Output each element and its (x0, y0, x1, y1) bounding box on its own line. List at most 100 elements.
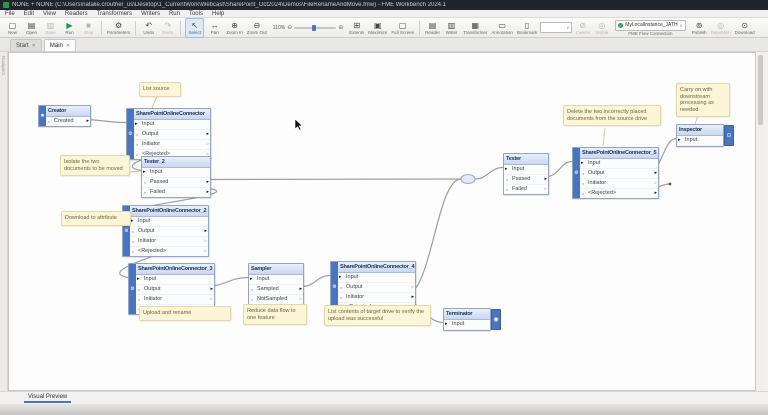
undo-button[interactable]: ↶Undo (140, 19, 157, 37)
scrollbar-thumb[interactable] (758, 55, 763, 125)
open-button[interactable]: ▤Open (23, 19, 40, 37)
zoom-plus-icon[interactable]: ⊕ (338, 25, 344, 31)
annotation[interactable]: Reduce data flow to one feature (243, 304, 307, 325)
node-accent-bar: ⚙ (573, 148, 580, 198)
zoom-out-button[interactable]: ⊖Zoom Out (246, 19, 268, 37)
redo-button[interactable]: ↷Redo (159, 19, 176, 37)
reader-button[interactable]: ▤Reader (424, 19, 441, 37)
port-rejected[interactable]: v<Rejected>▹ (130, 247, 208, 256)
annotation[interactable]: List contents of target drive to verify … (324, 305, 431, 326)
visual-preview-tab[interactable]: Visual Preview (24, 394, 72, 403)
node-accent-bar: ✸ (39, 106, 46, 126)
menu-item-writers[interactable]: Writers (141, 10, 160, 17)
extents-button[interactable]: ⊞Extents (348, 19, 365, 37)
annotation-button[interactable]: ▭Annotation (490, 19, 514, 37)
port-input[interactable]: ▸Input (142, 168, 210, 178)
port-rejected[interactable]: v<Rejected>▹ (134, 150, 210, 159)
port-input[interactable]: ▸Input (136, 275, 214, 285)
stop-button[interactable]: ■Stop (80, 19, 97, 37)
annotation[interactable]: List source (139, 82, 181, 97)
run-button[interactable]: ▶Run (61, 19, 78, 37)
tab-main[interactable]: Main✕ (43, 39, 77, 51)
port-input[interactable]: ▸Input (130, 217, 208, 227)
close-icon[interactable]: ✕ (65, 42, 71, 49)
annotation[interactable]: Carry on with downstream processing as n… (676, 83, 730, 117)
menu-item-view[interactable]: View (43, 10, 56, 17)
menu-item-edit[interactable]: Edit (23, 10, 35, 17)
visible-button[interactable]: ◎Visible (593, 19, 610, 37)
zoom-in-button[interactable]: ⊕Zoom In (225, 19, 244, 37)
port-input[interactable]: ▸Input (444, 320, 490, 330)
port-input[interactable]: ▸Input (677, 136, 723, 146)
menu-item-file[interactable]: File (5, 10, 15, 17)
port-input[interactable]: ▸Input (504, 165, 548, 175)
zoom-slider-thumb[interactable] (312, 24, 317, 31)
port-input[interactable]: ▸Input (249, 275, 303, 285)
zoom-slider[interactable] (294, 24, 337, 31)
writer-button[interactable]: ▥Writer (443, 19, 460, 37)
port-input[interactable]: ▸Input (580, 159, 658, 169)
menu-item-transformers[interactable]: Transformers (96, 10, 133, 17)
toolbar-combo[interactable]: ∨ (540, 22, 573, 33)
parameters-button[interactable]: ⚙Parameters (106, 19, 131, 37)
transformer-button[interactable]: ▦Transformer (462, 19, 488, 37)
maximize-button[interactable]: ▣Maximize (367, 19, 388, 37)
node-inspector[interactable]: Inspector▸Input⊙ (676, 124, 734, 147)
cancel-button[interactable]: ⊘Cancel (574, 19, 591, 37)
pan-button[interactable]: ↔Pan (206, 19, 223, 37)
republish-button[interactable]: ◎Republish (710, 19, 732, 37)
node-terminator[interactable]: Terminator▸Input◉ (443, 308, 501, 331)
vertical-scrollbar[interactable] (757, 53, 764, 390)
close-icon[interactable]: ✕ (31, 42, 36, 49)
annotation[interactable]: Upload and rename (139, 306, 231, 321)
menu-item-help[interactable]: Help (211, 10, 225, 17)
save-button[interactable]: ▥Save (42, 19, 59, 37)
menu-item-run[interactable]: Run (168, 10, 180, 17)
port-input[interactable]: ▸Input (338, 273, 415, 283)
zoom-minus-icon[interactable]: ⊖ (287, 25, 293, 31)
bookmark-button[interactable]: ▯Bookmark (516, 19, 538, 37)
input-port-icon: ▸ (505, 166, 508, 172)
new-button[interactable]: ▢New (4, 19, 21, 37)
download-button[interactable]: ⊙Download (734, 19, 756, 37)
node-title: SharePointOnlineConnector_5 (580, 148, 658, 159)
menu-item-tools[interactable]: Tools (188, 10, 203, 17)
port-rejected[interactable]: v<Rejected>▸ (580, 189, 658, 198)
full-screen-button[interactable]: ▢Full Screen (390, 19, 415, 37)
flow-connection-select[interactable]: ✓MyLocalInstance_JATH∨ (615, 19, 686, 31)
annotation[interactable]: Download to attribute (61, 211, 131, 226)
navigator-collapsed-panel[interactable]: Navigator (0, 52, 8, 391)
tab-start[interactable]: Start✕ (10, 39, 42, 51)
annotation[interactable]: Delete the two incorrectly placed docume… (563, 105, 661, 126)
select-button[interactable]: ↖Select (185, 17, 205, 38)
annotation[interactable]: Isolate the two documents to be moved (60, 155, 130, 176)
publish-button[interactable]: ⊚Publish (691, 19, 708, 37)
menu-item-readers[interactable]: Readers (64, 10, 88, 17)
port-input[interactable]: ▸Input (134, 120, 210, 130)
toolbar-button-label: Extents (349, 29, 365, 35)
